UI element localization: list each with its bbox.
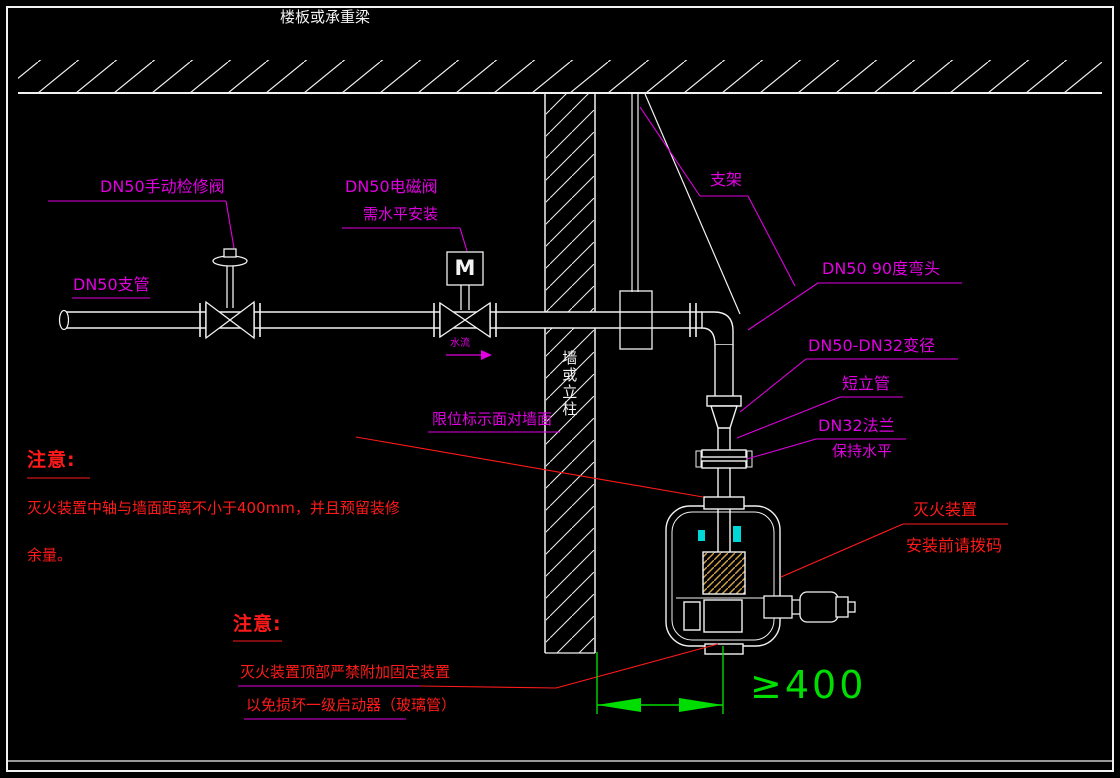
manual-valve xyxy=(205,248,255,340)
solenoid-note-label: 需水平安装 xyxy=(363,205,439,223)
flange-note-label: 保持水平 xyxy=(832,442,893,460)
branch-pipe-label: DN50支管 xyxy=(73,275,150,294)
limit-mark-label: 限位标示面对墙面 xyxy=(432,410,553,428)
nozzle-assembly xyxy=(763,591,856,623)
device-label: 灭火装置 xyxy=(913,500,978,519)
device-detail-cyan-1 xyxy=(733,526,741,542)
support-bracket xyxy=(631,93,741,315)
main-pipe xyxy=(58,309,702,331)
extinguisher-device xyxy=(665,496,781,655)
wall-column xyxy=(544,93,596,654)
flow-arrow-icon xyxy=(446,350,492,360)
dimension-lines xyxy=(596,646,724,714)
solenoid-valve xyxy=(439,251,491,339)
flow-label: 水流 xyxy=(450,338,470,349)
device-base xyxy=(704,643,744,655)
drawing-border xyxy=(6,6,1114,772)
pipe-break-symbol xyxy=(58,309,70,331)
short-pipe-label: 短立管 xyxy=(842,374,891,393)
elbow-label: DN50 90度弯头 xyxy=(822,259,941,278)
dn32-flange-upper xyxy=(701,449,747,458)
solenoid-actuator-box xyxy=(446,251,484,286)
dn32-flange-lower xyxy=(701,460,747,469)
label-leader-lines xyxy=(48,106,962,720)
reducer-symbol xyxy=(710,405,738,429)
wall-label: 墙或立柱 xyxy=(560,350,579,418)
device-charge-block xyxy=(702,551,746,595)
bottom-note-line1: 灭火装置顶部严禁附加固定装置 xyxy=(240,663,451,681)
device-note-label: 安装前请拨码 xyxy=(906,536,1003,555)
bottom-note-title: 注意: xyxy=(233,613,282,635)
left-note-line1: 灭火装置中轴与墙面距离不小于400mm，并且预留装修 xyxy=(27,499,400,517)
ceiling-label: 楼板或承重梁 xyxy=(280,8,371,26)
reducer-label: DN50-DN32变径 xyxy=(808,336,936,355)
elbow-and-riser xyxy=(695,311,753,508)
dimension-arrow-left xyxy=(597,698,641,712)
device-detail-cyan-2 xyxy=(698,530,705,541)
left-note-title: 注意: xyxy=(27,449,76,471)
note-leader-lines xyxy=(27,436,1008,689)
dimension-text: ≥400 xyxy=(750,663,867,707)
bottom-note-line2: 以免损坏一级启动器（玻璃管） xyxy=(246,696,457,714)
solenoid-valve-label: DN50电磁阀 xyxy=(345,177,438,196)
solenoid-m-marker: M xyxy=(454,256,476,281)
device-neck xyxy=(703,496,745,510)
riser-flange xyxy=(706,395,742,407)
bracket-label: 支架 xyxy=(710,170,743,189)
dn32-flange-label: DN32法兰 xyxy=(818,416,895,435)
manual-valve-label: DN50手动检修阀 xyxy=(100,177,225,196)
dimension-arrow-right xyxy=(679,698,723,712)
left-note-line2: 余量。 xyxy=(27,546,73,564)
pipe-clamp xyxy=(619,290,653,350)
ceiling-slab xyxy=(18,60,1102,94)
